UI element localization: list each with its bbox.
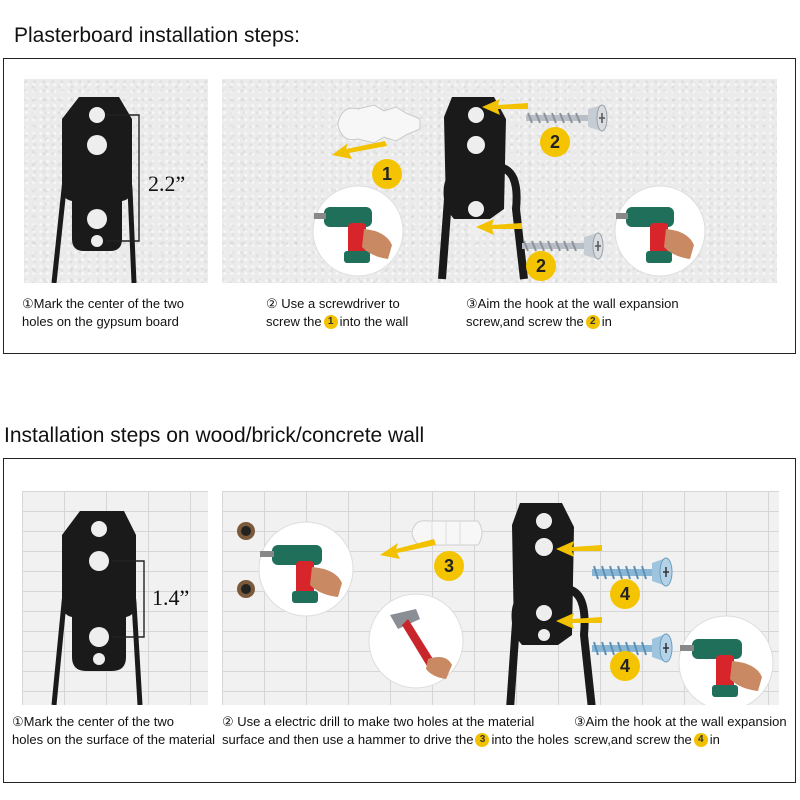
plasterboard-mark-panel: 2.2”	[24, 79, 208, 283]
caption-line: ①Mark the center of the two	[22, 296, 184, 311]
screw-icon	[592, 557, 673, 587]
screw-icon	[522, 232, 604, 260]
hammer-circle-icon	[368, 593, 464, 689]
dimension-label: 2.2”	[148, 171, 186, 196]
arrow-icon	[556, 541, 602, 557]
step3-caption: ③Aim the hook at the wall expansion scre…	[466, 295, 679, 331]
wall-anchor-icon	[337, 104, 421, 144]
caption-line: ② Use a electric drill to make two holes…	[222, 714, 535, 729]
caption-line: ③Aim the hook at the wall expansion	[574, 714, 787, 729]
plasterboard-heading: Plasterboard installation steps:	[14, 24, 300, 47]
caption-line: ③Aim the hook at the wall expansion	[466, 296, 679, 311]
wood-install-panel: 3	[222, 491, 779, 705]
inline-step-badge: 3	[475, 732, 490, 747]
caption-line: holes on the gypsum board	[22, 314, 179, 329]
caption-line: ② Use a screwdriver to	[266, 296, 400, 311]
step2-caption: ② Use a electric drill to make two holes…	[222, 713, 569, 749]
plasterboard-section: 2.2”	[3, 58, 796, 354]
plasterboard-install-panel: 1 2 2	[222, 79, 777, 283]
inline-step-badge: 1	[323, 314, 338, 329]
hook-side-icon	[506, 503, 596, 705]
inline-step-badge: 2	[585, 314, 600, 329]
arrow-icon	[380, 539, 436, 559]
hook-front-icon	[51, 511, 145, 705]
caption-text: in	[709, 732, 720, 747]
step1-caption: ①Mark the center of the two holes on the…	[22, 295, 184, 331]
caption-line: surface and then use a hammer to drive t…	[222, 731, 569, 749]
step-badge: 4	[610, 579, 640, 609]
step-badge: 2	[540, 127, 570, 157]
step3-caption: ③Aim the hook at the wall expansion scre…	[574, 713, 787, 749]
screw-icon	[526, 104, 608, 132]
arrow-icon	[556, 613, 602, 629]
wood-section: 1.4” 3	[3, 458, 796, 783]
step-badge: 2	[526, 251, 556, 281]
inline-step-badge: 4	[693, 732, 708, 747]
caption-text: screw,and screw the	[466, 314, 584, 329]
step-badge: 4	[610, 651, 640, 681]
dimension-label: 1.4”	[152, 585, 190, 610]
drilled-hole-icon	[237, 580, 255, 598]
drill-circle-icon	[678, 615, 774, 705]
caption-text: surface and then use a hammer to drive t…	[222, 732, 474, 747]
arrow-icon	[476, 219, 522, 235]
caption-text: in	[601, 314, 612, 329]
caption-text: screw the	[266, 314, 322, 329]
drill-circle-icon	[312, 185, 404, 277]
caption-line: ①Mark the center of the two	[12, 714, 174, 729]
caption-text: screw,and screw the	[574, 732, 692, 747]
drilled-hole-icon	[237, 522, 255, 540]
step-badge: 3	[434, 551, 464, 581]
step1-caption: ①Mark the center of the two holes on the…	[12, 713, 215, 749]
wood-mark-panel: 1.4”	[22, 491, 208, 705]
screw-icon	[592, 633, 673, 663]
step-badge: 1	[372, 159, 402, 189]
drill-circle-icon	[614, 185, 706, 277]
drill-circle-icon	[258, 521, 354, 617]
arrow-icon	[332, 141, 387, 159]
caption-text: into the wall	[339, 314, 409, 329]
arrow-icon	[482, 99, 528, 115]
caption-line: holes on the surface of the material	[12, 732, 216, 747]
wood-heading: Installation steps on wood/brick/concret…	[4, 424, 425, 447]
hook-front-icon	[51, 97, 140, 283]
caption-text: into the holes	[491, 732, 569, 747]
